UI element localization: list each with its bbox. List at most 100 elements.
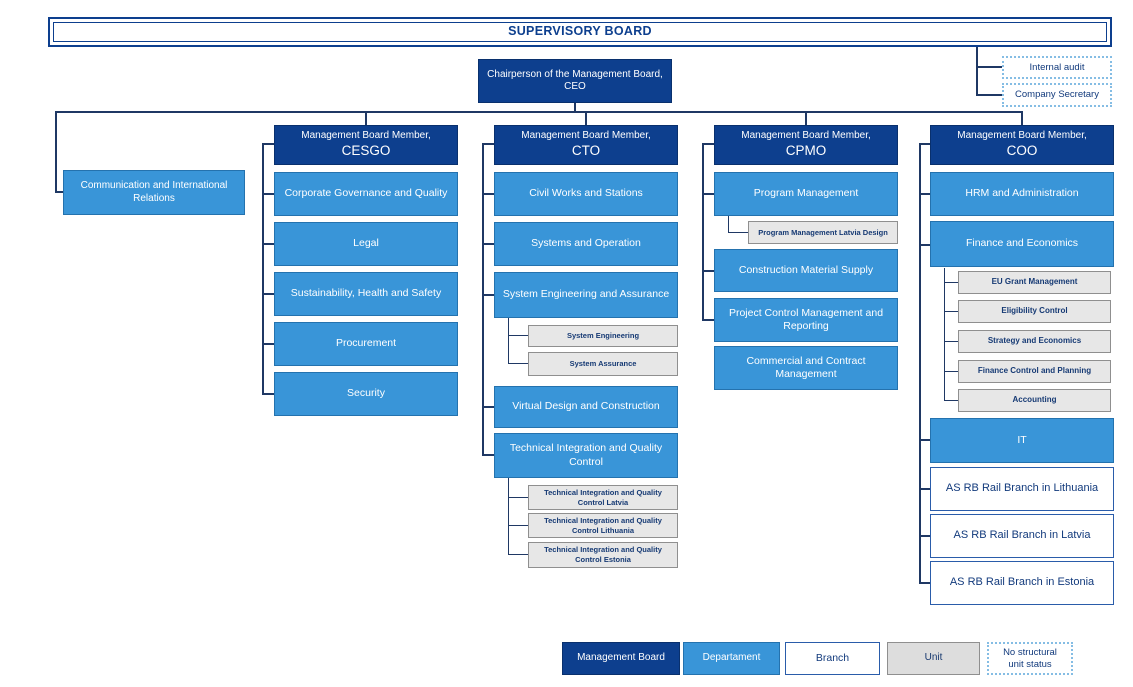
connector-line bbox=[944, 268, 945, 401]
coo-head-line2: COO bbox=[1006, 143, 1038, 159]
connector-line bbox=[482, 294, 494, 296]
branch-estonia: AS RB Rail Branch in Estonia bbox=[930, 561, 1114, 605]
connector-line bbox=[919, 193, 931, 195]
connector-line bbox=[508, 554, 528, 555]
box-system-engineering-assurance: System Engineering and Assurance bbox=[494, 272, 678, 318]
box-coo-head: Management Board Member, COO bbox=[930, 125, 1114, 165]
connector-line bbox=[944, 400, 958, 401]
connector-line bbox=[976, 46, 978, 96]
connector-line bbox=[482, 143, 484, 456]
connector-line bbox=[55, 111, 1022, 113]
connector-line bbox=[365, 111, 367, 125]
box-security: Security bbox=[274, 372, 458, 416]
connector-line bbox=[702, 270, 714, 272]
connector-line bbox=[944, 311, 958, 312]
connector-line bbox=[508, 525, 528, 526]
unit-tiqc-lithuania: Technical Integration and Quality Contro… bbox=[528, 513, 678, 538]
connector-line bbox=[262, 193, 274, 195]
box-legal: Legal bbox=[274, 222, 458, 266]
box-cpmo-head: Management Board Member, CPMO bbox=[714, 125, 898, 165]
box-internal-audit: Internal audit bbox=[1002, 56, 1112, 79]
connector-line bbox=[944, 341, 958, 342]
box-commercial-contract-management: Commercial and Contract Management bbox=[714, 346, 898, 390]
connector-line bbox=[702, 143, 704, 321]
connector-line bbox=[262, 343, 274, 345]
box-project-control-management-reporting: Project Control Management and Reporting bbox=[714, 298, 898, 342]
connector-line bbox=[805, 111, 807, 125]
connector-line bbox=[508, 318, 509, 364]
connector-line bbox=[919, 439, 931, 441]
connector-line bbox=[55, 111, 57, 193]
unit-tiqc-estonia: Technical Integration and Quality Contro… bbox=[528, 542, 678, 568]
connector-line bbox=[702, 193, 714, 195]
unit-system-assurance: System Assurance bbox=[528, 352, 678, 376]
connector-line bbox=[976, 66, 1002, 68]
unit-eu-grant-management: EU Grant Management bbox=[958, 271, 1111, 294]
connector-line bbox=[944, 282, 958, 283]
box-hrm-administration: HRM and Administration bbox=[930, 172, 1114, 216]
box-cto-head: Management Board Member, CTO bbox=[494, 125, 678, 165]
box-virtual-design-construction: Virtual Design and Construction bbox=[494, 386, 678, 428]
connector-line bbox=[482, 193, 494, 195]
connector-line bbox=[508, 335, 528, 336]
connector-line bbox=[482, 406, 494, 408]
connector-line bbox=[728, 232, 748, 233]
cto-head-line2: CTO bbox=[571, 143, 601, 159]
box-it: IT bbox=[930, 418, 1114, 463]
connector-line bbox=[585, 111, 587, 125]
box-civil-works-stations: Civil Works and Stations bbox=[494, 172, 678, 216]
box-systems-operation: Systems and Operation bbox=[494, 222, 678, 266]
connector-line bbox=[262, 243, 274, 245]
box-construction-material-supply: Construction Material Supply bbox=[714, 249, 898, 292]
unit-strategy-economics: Strategy and Economics bbox=[958, 330, 1111, 353]
connector-line bbox=[574, 103, 576, 112]
connector-line bbox=[482, 143, 494, 145]
cpmo-head-line1: Management Board Member, bbox=[741, 129, 871, 141]
ceo-line2: CEO bbox=[564, 81, 586, 92]
unit-program-management-latvia-design: Program Management Latvia Design bbox=[748, 221, 898, 244]
connector-line bbox=[262, 143, 274, 145]
box-technical-integration-qc: Technical Integration and Quality Contro… bbox=[494, 433, 678, 478]
connector-line bbox=[919, 535, 931, 537]
connector-line bbox=[976, 94, 1002, 96]
supervisory-board-label: SUPERVISORY BOARD bbox=[53, 22, 1107, 42]
connector-line bbox=[55, 191, 65, 193]
connector-line bbox=[919, 143, 931, 145]
connector-line bbox=[919, 488, 931, 490]
legend-departament: Departament bbox=[683, 642, 780, 675]
ceo-line1: Chairperson of the Management Board, bbox=[487, 68, 663, 80]
connector-line bbox=[919, 143, 921, 584]
box-ceo: Chairperson of the Management Board, CEO bbox=[478, 59, 672, 103]
branch-latvia: AS RB Rail Branch in Latvia bbox=[930, 514, 1114, 558]
legend-management-board: Management Board bbox=[562, 642, 680, 675]
connector-line bbox=[944, 371, 958, 372]
cpmo-head-line2: CPMO bbox=[785, 143, 827, 159]
cesgo-head-line1: Management Board Member, bbox=[301, 129, 431, 141]
box-cesgo-head: Management Board Member, CESGO bbox=[274, 125, 458, 165]
connector-line bbox=[508, 363, 528, 364]
branch-lithuania: AS RB Rail Branch in Lithuania bbox=[930, 467, 1114, 511]
box-company-secretary: Company Secretary bbox=[1002, 83, 1112, 107]
unit-eligibility-control: Eligibility Control bbox=[958, 300, 1111, 323]
box-supervisory-board: SUPERVISORY BOARD bbox=[48, 17, 1112, 47]
box-sustainability-health-safety: Sustainability, Health and Safety bbox=[274, 272, 458, 316]
connector-line bbox=[508, 497, 528, 498]
coo-head-line1: Management Board Member, bbox=[957, 129, 1087, 141]
connector-line bbox=[1021, 111, 1023, 125]
connector-line bbox=[702, 143, 714, 145]
legend-branch: Branch bbox=[785, 642, 880, 675]
unit-accounting: Accounting bbox=[958, 389, 1111, 412]
cto-head-line1: Management Board Member, bbox=[521, 129, 651, 141]
box-program-management: Program Management bbox=[714, 172, 898, 216]
connector-line bbox=[919, 582, 931, 584]
legend-unit: Unit bbox=[887, 642, 980, 675]
connector-line bbox=[702, 319, 714, 321]
box-corporate-governance: Corporate Governance and Quality bbox=[274, 172, 458, 216]
connector-line bbox=[262, 293, 274, 295]
legend-no-structural-unit-status: No structural unit status bbox=[987, 642, 1073, 675]
connector-line bbox=[728, 216, 729, 233]
unit-finance-control-planning: Finance Control and Planning bbox=[958, 360, 1111, 383]
connector-line bbox=[262, 143, 264, 395]
connector-line bbox=[482, 454, 494, 456]
